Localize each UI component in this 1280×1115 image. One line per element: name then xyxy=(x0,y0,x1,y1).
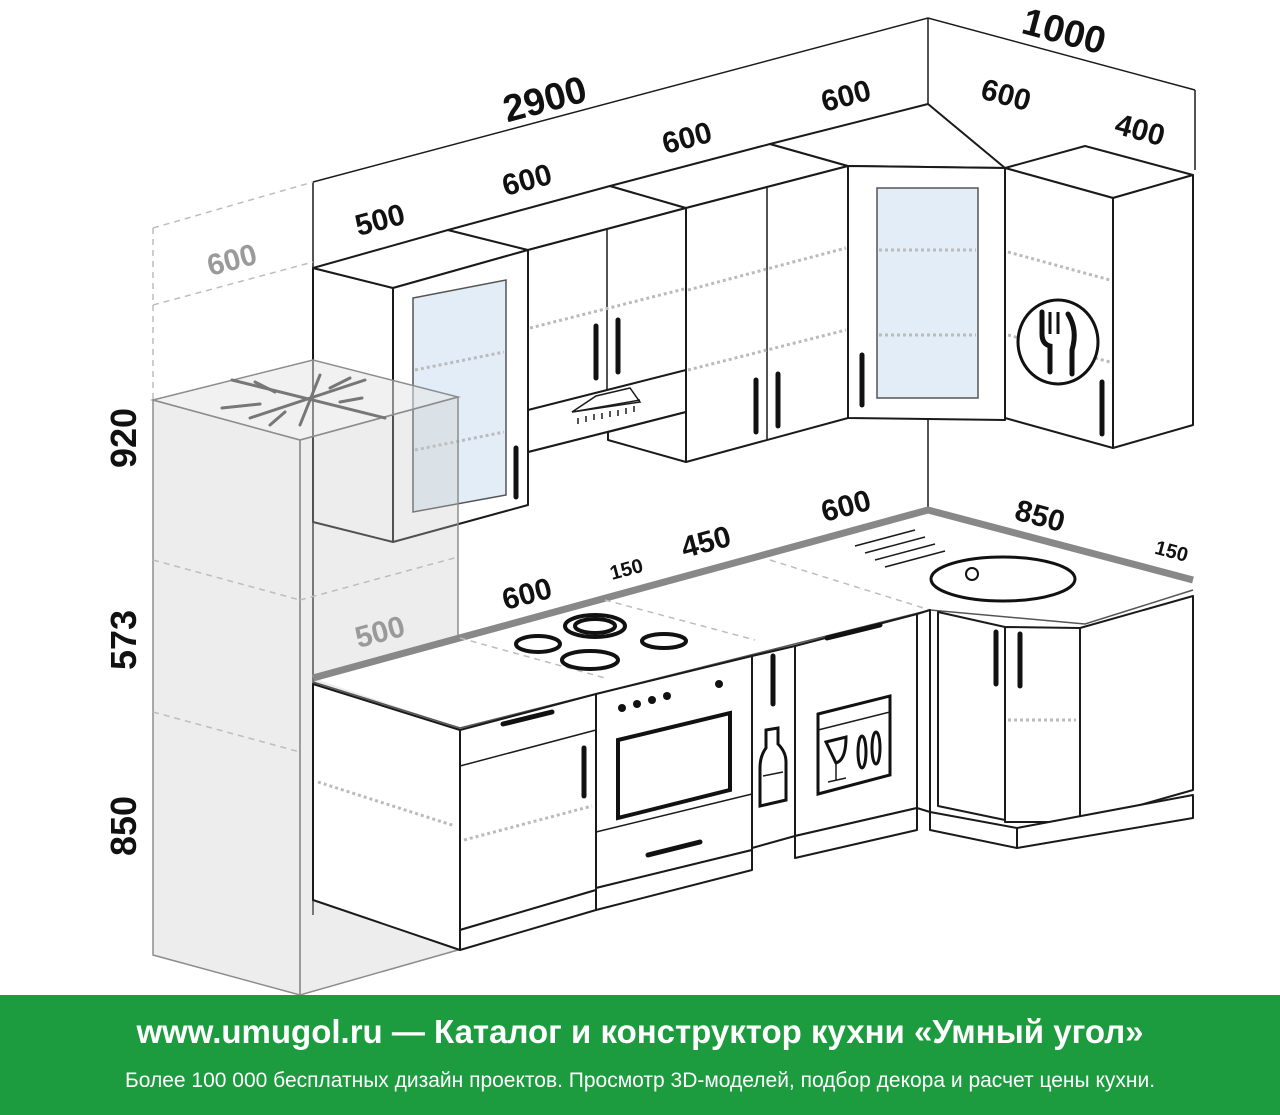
upper-cabinet-right xyxy=(1004,145,1194,449)
dim-lower-600: 600 xyxy=(499,572,556,617)
upper-cabinet-corner-glass xyxy=(769,103,1006,421)
lower-cabinet-drawers xyxy=(459,693,597,951)
banner-subtitle: Более 100 000 бесплатных дизайн проектов… xyxy=(124,1069,1156,1092)
dim-height-upper: 920 xyxy=(103,408,144,468)
dishwasher-icon xyxy=(794,613,918,859)
sink-icon xyxy=(854,529,1077,603)
upper-cabinet-double xyxy=(607,143,849,463)
cutlery-icon xyxy=(1016,298,1100,386)
dim-height-gap: 573 xyxy=(103,610,144,670)
bottle-icon xyxy=(751,645,796,849)
dim-gap-150-left: 150 xyxy=(608,555,646,585)
dim-depth-upper: 600 xyxy=(204,238,261,283)
dim-upper-600-corner: 600 xyxy=(977,73,1034,118)
upper-cabinet-hood xyxy=(447,185,687,453)
kitchen-diagram: 2900 1000 500 600 600 600 600 400 600 92… xyxy=(103,1,1196,995)
oven-icon xyxy=(595,655,753,911)
snowflake-icon xyxy=(220,373,387,427)
promo-banner: www.umugol.ru — Каталог и конструктор ку… xyxy=(0,995,1280,1115)
dim-corner-width: 1000 xyxy=(1018,1,1111,63)
dim-gap-150-right: 150 xyxy=(1153,537,1191,567)
dim-upper-600-a: 600 xyxy=(499,158,556,203)
cooktop-icon xyxy=(514,613,688,671)
dim-upper-600-b: 600 xyxy=(659,116,716,161)
dim-lower-450: 450 xyxy=(678,520,735,565)
dim-lower-600-sink: 600 xyxy=(818,484,875,529)
lower-cabinet-corner xyxy=(916,595,1194,849)
dim-total-width: 2900 xyxy=(499,69,592,131)
dim-upper-400: 400 xyxy=(1111,108,1168,153)
dim-upper-500: 500 xyxy=(352,198,409,243)
dim-upper-600-c: 600 xyxy=(818,74,875,119)
dim-height-lower: 850 xyxy=(103,796,144,856)
banner-title[interactable]: www.umugol.ru — Каталог и конструктор ку… xyxy=(136,1013,1144,1050)
range-hood-icon xyxy=(571,387,642,424)
